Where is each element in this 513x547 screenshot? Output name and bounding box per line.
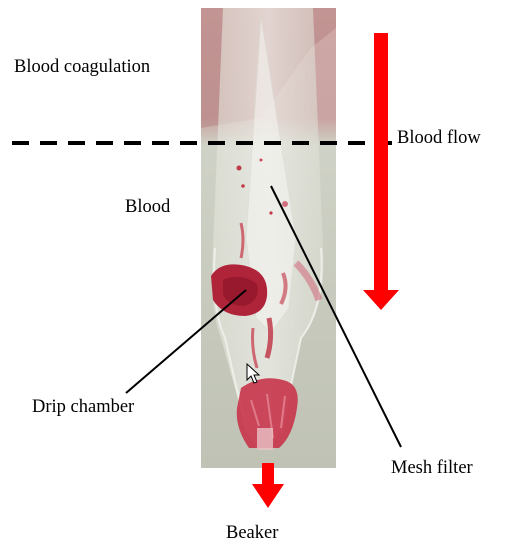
outlet-tube [257, 428, 273, 450]
blood-spot [260, 159, 263, 162]
beaker-label: Beaker [226, 524, 278, 543]
blood-spot [269, 211, 272, 214]
blood-spot [241, 184, 245, 188]
beaker-arrow [252, 463, 284, 508]
mesh-filter-label: Mesh filter [391, 459, 473, 478]
blood-flow-label: Blood flow [397, 129, 481, 148]
blood-coagulation-label: Blood coagulation [14, 58, 150, 77]
drip-chamber-photo [201, 8, 336, 468]
blood-spot [237, 166, 242, 171]
blood-spot [282, 201, 288, 207]
blood-flow-arrow [363, 33, 399, 310]
drip-chamber-label: Drip chamber [32, 398, 134, 417]
blood-label: Blood [125, 198, 170, 217]
